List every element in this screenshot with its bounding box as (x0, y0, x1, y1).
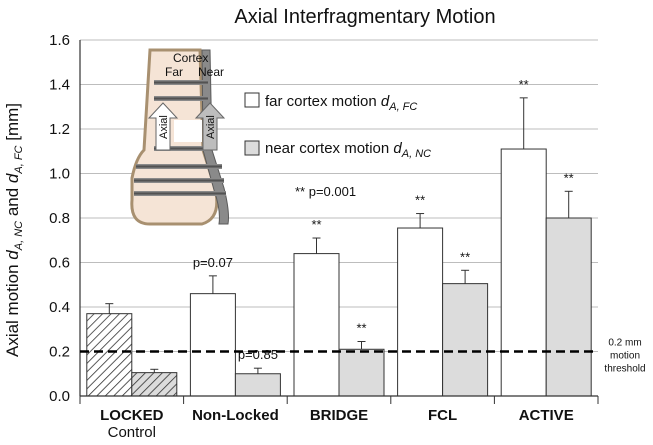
y-tick-label: 0.6 (49, 255, 70, 272)
bar-near (442, 283, 489, 397)
x-category-label: Non-Locked (192, 407, 279, 424)
y-axis-label: Axial motion dA, NC and dA, FC [mm] (3, 103, 25, 357)
chart-title: Axial Interfragmentary Motion (234, 6, 495, 28)
y-tick-label: 0.2 (49, 344, 70, 361)
threshold-label: 0.2 mm (608, 338, 641, 349)
legend-far-name: far cortex motion (265, 93, 377, 110)
y-tick-label: 1.0 (49, 166, 70, 183)
bar-far (189, 293, 236, 397)
y-tick-label: 1.2 (49, 121, 70, 138)
threshold-label: motion (610, 351, 640, 362)
legend-swatch-near (244, 140, 260, 156)
screw (154, 96, 208, 101)
y-tick-label: 1.4 (49, 77, 70, 94)
threshold-label: threshold (604, 364, 645, 375)
y-axis-label-symbol-1: d (3, 250, 22, 260)
screw (136, 164, 222, 169)
significance-label: ** (415, 193, 425, 208)
significance-label: ** (356, 320, 366, 335)
significance-label: p=0.07 (193, 255, 233, 270)
legend-far-symbol: d (381, 93, 390, 110)
bars (86, 148, 592, 397)
y-axis-label-unit: [mm] (3, 103, 22, 146)
legend-label-near: near cortex motion dA, NC (265, 140, 431, 160)
inset-label-near: Near (198, 65, 224, 79)
screw (134, 178, 224, 183)
bone-plate-inset: Cortex Far Near Axial Axial (130, 48, 229, 226)
legend-near-symbol: d (393, 140, 402, 157)
significance-note: ** p=0.001 (295, 184, 356, 199)
significance-label: p=0.85 (238, 347, 278, 362)
bar-far (397, 227, 444, 397)
y-axis-label-symbol-2: d (3, 173, 22, 183)
bar-near (338, 348, 385, 397)
inset-label-cortex: Cortex (173, 51, 208, 65)
inset-label-axial-near: Axial (205, 115, 217, 139)
y-axis-label-and: and (3, 183, 22, 221)
y-tick-label: 0.4 (49, 299, 70, 316)
bar-far (500, 148, 547, 397)
chart-marks: p=0.07 p=0.85 ** ** ** ** ** ** 0.2 mm motion thre… (80, 77, 646, 375)
significance-label: ** (519, 77, 529, 92)
bar-near (545, 217, 592, 397)
legend-swatch-far (244, 92, 260, 108)
significance-label: ** (460, 249, 470, 264)
inset-label-far: Far (165, 65, 183, 79)
screw (154, 80, 208, 85)
x-category-label: LOCKED (100, 407, 164, 424)
inset-label-axial-far: Axial (158, 115, 170, 139)
screw (154, 146, 210, 151)
y-axis-label-main: Axial motion (3, 260, 22, 357)
y-tick-label: 1.6 (49, 32, 70, 49)
bar-far (293, 253, 340, 397)
legend: far cortex motion dA, FC near cortex mot… (244, 92, 431, 160)
x-category-label: BRIDGE (310, 407, 368, 424)
x-category-label: FCL (428, 407, 457, 424)
fracture-gap (174, 120, 202, 142)
y-tick-label: 0.8 (49, 210, 70, 227)
y-axis-label-subscript-2: A, FC (13, 145, 25, 174)
x-category-label: ACTIVE (519, 407, 574, 424)
y-axis-label-subscript-1: A, NC (13, 221, 25, 251)
screw (134, 191, 226, 196)
legend-near-subscript: A, NC (401, 148, 431, 160)
legend-far-subscript: A, FC (388, 101, 417, 113)
legend-near-name: near cortex motion (265, 140, 389, 157)
x-category-sublabel: Control (108, 424, 156, 440)
near-cortex-arrow (194, 102, 226, 151)
y-tick-label: 0.0 (49, 388, 70, 405)
far-cortex-arrow (147, 102, 179, 151)
significance-label: ** (311, 217, 321, 232)
axes: 0.0 0.2 0.4 0.6 0.8 1.0 1.2 1.4 1.6LOCKEDControl… (49, 32, 599, 441)
bar-far (86, 313, 133, 397)
significance-label: ** (564, 170, 574, 185)
bar-near (234, 373, 281, 397)
plate (201, 49, 229, 225)
legend-label-far: far cortex motion dA, FC (265, 93, 417, 113)
bar-near (131, 372, 178, 397)
